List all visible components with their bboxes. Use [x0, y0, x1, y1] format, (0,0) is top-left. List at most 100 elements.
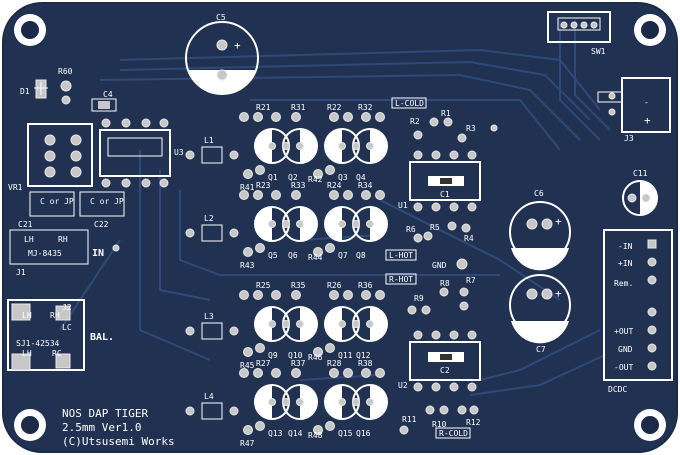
label-u3: U3	[174, 148, 184, 157]
transistor-flat	[370, 207, 387, 241]
label-l2: L2	[204, 214, 214, 223]
label-r3: R3	[466, 124, 476, 133]
pad	[329, 368, 339, 378]
label-r60: R60	[58, 67, 73, 76]
label-r11: R11	[402, 415, 417, 424]
pad	[296, 220, 304, 228]
pad	[268, 398, 276, 406]
net-r-cold: R-COLD	[439, 429, 468, 438]
transistor-flat	[300, 207, 317, 241]
j2-rh: RH	[50, 311, 60, 320]
net-labels: L-COLD L-HOT R-HOT R-COLD GND	[385, 97, 471, 439]
dcdc-pin-label: -OUT	[614, 363, 633, 372]
label-r38: R38	[358, 359, 373, 368]
label-q13: Q13	[268, 429, 283, 438]
pad	[296, 398, 304, 406]
j2-rc: RC	[52, 349, 62, 358]
marker-c: C	[262, 220, 268, 231]
label-r25: R25	[256, 281, 271, 290]
label-r36: R36	[358, 281, 373, 290]
label-l1: L1	[204, 136, 214, 145]
pad	[338, 320, 346, 328]
pad	[375, 290, 385, 300]
label-q15: Q15	[338, 429, 353, 438]
label-r35: R35	[291, 281, 306, 290]
pad	[325, 343, 335, 353]
pad	[271, 112, 281, 122]
pad	[291, 112, 301, 122]
pad	[361, 368, 371, 378]
pad	[291, 368, 301, 378]
pad	[366, 220, 374, 228]
transistor-flat	[370, 385, 387, 419]
transistor-flat	[370, 307, 387, 341]
label-c1: C1	[440, 190, 450, 199]
connector-j2: LH RH LC SJ1-42534 LH RC J2 BAL.	[7, 299, 114, 371]
label-r4: R4	[464, 234, 474, 243]
label-in: IN	[92, 248, 104, 259]
j2-lh-top: LH	[22, 311, 32, 320]
pad	[352, 320, 360, 328]
switch-sw1: SW1	[547, 11, 611, 56]
ic-u1: U1 C1	[398, 150, 481, 212]
pad	[366, 142, 374, 150]
label-q8: Q8	[356, 251, 366, 260]
pad	[352, 398, 360, 406]
label-r45: R45	[240, 361, 255, 370]
label-bal: BAL.	[90, 332, 114, 343]
plus-c6: +	[555, 215, 562, 228]
label-r8: R8	[440, 279, 450, 288]
label-q10: Q10	[288, 351, 303, 360]
label-c7: C7	[536, 345, 546, 354]
pad	[313, 425, 323, 435]
pad	[325, 243, 335, 253]
pad	[253, 290, 263, 300]
pad	[271, 368, 281, 378]
label-r28: R28	[327, 359, 342, 368]
label-q4: Q4	[356, 173, 366, 182]
label-r32: R32	[358, 103, 373, 112]
pad	[329, 112, 339, 122]
transistor-flat	[325, 129, 342, 163]
net-r-hot: R-HOT	[389, 275, 413, 284]
pad	[296, 142, 304, 150]
label-q6: Q6	[288, 251, 298, 260]
label-c5: C5	[216, 13, 226, 22]
pad	[361, 112, 371, 122]
capacitor-c4: C4	[91, 90, 117, 112]
pad	[329, 290, 339, 300]
dcdc-pin-label: +OUT	[614, 327, 633, 336]
dcdc-pin-label: GND	[618, 345, 633, 354]
label-r48: R48	[308, 431, 323, 440]
pad	[375, 112, 385, 122]
label-r31: R31	[291, 103, 306, 112]
pad	[243, 169, 253, 179]
label-q3: Q3	[338, 173, 348, 182]
j2-sj: SJ1-42534	[16, 339, 60, 348]
label-r24: R24	[327, 181, 342, 190]
j2-lh-bottom: LH	[22, 349, 32, 358]
label-q16: Q16	[356, 429, 371, 438]
pad	[375, 190, 385, 200]
pad	[338, 220, 346, 228]
label-c6: C6	[534, 189, 544, 198]
marker-a: A	[330, 398, 336, 409]
ic-u2: U2 C2	[398, 330, 481, 392]
pad	[338, 398, 346, 406]
marker-a: A	[330, 220, 336, 231]
pad	[268, 320, 276, 328]
label-r2: R2	[410, 117, 420, 126]
pad	[313, 247, 323, 257]
pad	[255, 165, 265, 175]
label-r10: R10	[432, 420, 447, 429]
pad	[313, 169, 323, 179]
label-u1: U1	[398, 201, 408, 210]
pad	[375, 368, 385, 378]
plus-c7: +	[555, 287, 562, 300]
pad	[366, 398, 374, 406]
j1-mj: MJ-8435	[28, 249, 62, 258]
label-r33: R33	[291, 181, 306, 190]
pad	[366, 320, 374, 328]
label-r12: R12	[466, 418, 481, 427]
label-q2: Q2	[288, 173, 298, 182]
